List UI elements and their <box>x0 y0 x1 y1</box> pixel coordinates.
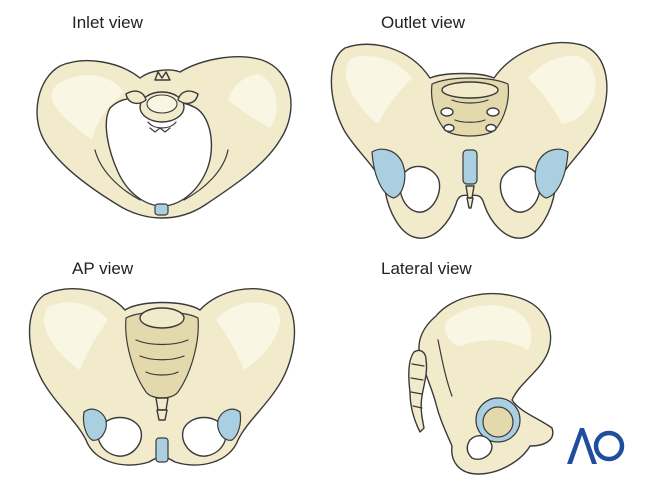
ap-view-pelvis <box>28 288 296 466</box>
inlet-view-pelvis <box>36 56 292 219</box>
inlet-view-label: Inlet view <box>72 13 143 32</box>
ao-logo-icon <box>567 428 625 464</box>
lateral-view-label: Lateral view <box>381 259 472 278</box>
outlet-view-pelvis <box>330 41 608 239</box>
ap-view-label: AP view <box>72 259 134 278</box>
lateral-view-pelvis <box>408 292 554 475</box>
outlet-view-label: Outlet view <box>381 13 466 32</box>
